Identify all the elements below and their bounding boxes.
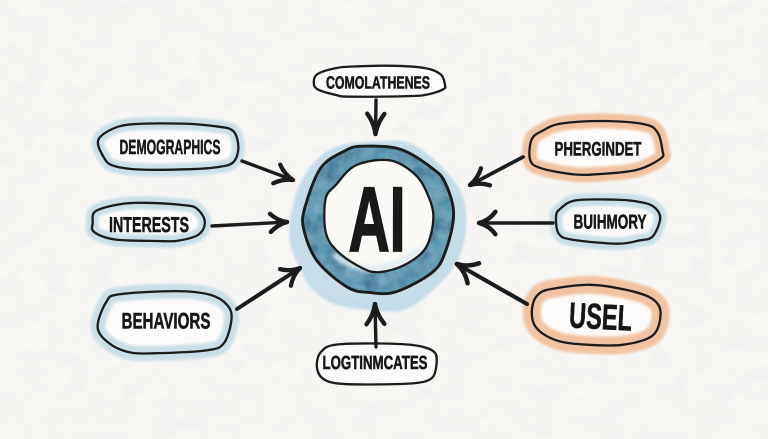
svg-text:PHERGINDET: PHERGINDET: [554, 138, 641, 160]
svg-text:AI: AI: [348, 169, 405, 271]
svg-text:DEMOGRAPHICS: DEMOGRAPHICS: [119, 136, 220, 159]
svg-text:BEHAVIORS: BEHAVIORS: [121, 308, 210, 333]
svg-text:BUIHMORY: BUIHMORY: [573, 211, 646, 233]
svg-text:LOGTINMCATES: LOGTINMCATES: [322, 353, 427, 374]
svg-text:COMOLATHENES: COMOLATHENES: [326, 72, 430, 92]
svg-text:INTERESTS: INTERESTS: [109, 213, 189, 237]
svg-text:USEL: USEL: [568, 294, 633, 338]
